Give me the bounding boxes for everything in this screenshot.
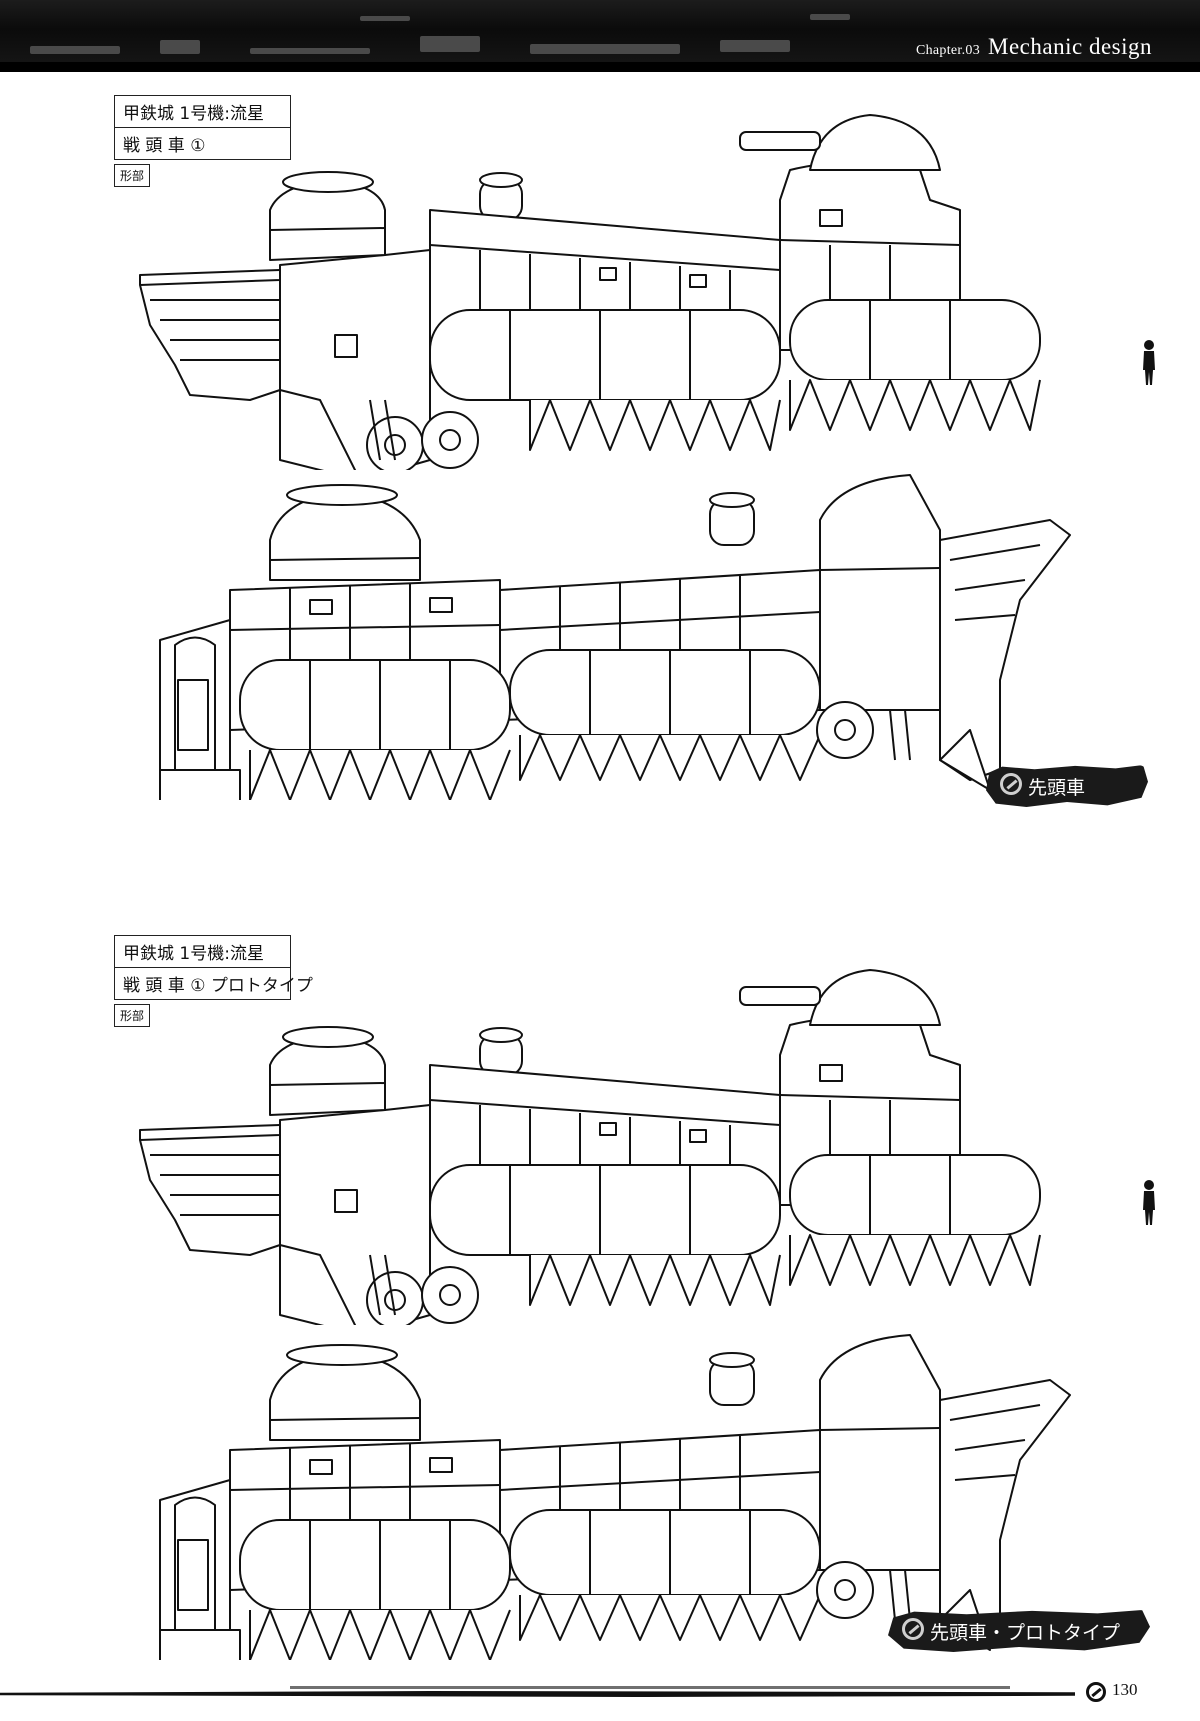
label-frame: 甲鉄城 1号機:流星 戦 頭 車 ① プロトタイプ [114, 935, 313, 1000]
chapter-title: Mechanic design [988, 34, 1152, 59]
label-tag: 形部 [114, 1004, 151, 1027]
label-line-1: 甲鉄城 1号機:流星 [123, 104, 264, 124]
banner-texture [30, 46, 120, 54]
section-2-label: 甲鉄城 1号機:流星 戦 頭 車 ① プロトタイプ 形部 [114, 935, 313, 1027]
kabaneri-logo-icon [902, 1618, 924, 1640]
train-illustration-side-right [139, 114, 1041, 470]
banner-texture [160, 40, 200, 54]
label-frame: 甲鉄城 1号機:流星 戦 頭 車 ① [114, 95, 291, 160]
banner-texture [810, 14, 850, 20]
banner-texture [360, 16, 410, 21]
prototype-illustration-side-right [139, 969, 1041, 1325]
banner-texture [420, 36, 480, 52]
banner-texture [0, 0, 1200, 72]
train-illustration-side-left [159, 474, 1071, 800]
banner-edge [0, 62, 1200, 72]
caption-brush [888, 1610, 1150, 1652]
page-number: 130 [1112, 1680, 1138, 1699]
chapter-heading: Chapter.03 Mechanic design [916, 34, 1152, 60]
caption-tag: 先頭車 [986, 765, 1148, 807]
kabaneri-logo-icon [1000, 773, 1022, 795]
label-tag: 形部 [114, 164, 151, 187]
caption-text: 先頭車・プロトタイプ [930, 1622, 1121, 1644]
person-scale-figure [1143, 340, 1155, 385]
caption-text: 先頭車 [1028, 777, 1086, 799]
banner-texture [720, 40, 790, 52]
person-scale-figure [1143, 1180, 1155, 1225]
caption-tag: 先頭車・プロトタイプ [888, 1610, 1150, 1652]
footer-rule-texture [290, 1686, 1010, 1689]
section-1-label: 甲鉄城 1号機:流星 戦 頭 車 ① 形部 [114, 95, 291, 187]
chapter-number: Chapter.03 [915, 43, 981, 58]
header-banner: Chapter.03 Mechanic design [0, 0, 1200, 72]
kabaneri-logo-icon [1086, 1682, 1106, 1702]
banner-texture [250, 48, 370, 54]
footer-rule [0, 1691, 1075, 1697]
label-line-1: 甲鉄城 1号機:流星 [123, 944, 264, 964]
banner-texture [530, 44, 680, 54]
label-line-2: 戦 頭 車 ① [115, 127, 290, 159]
label-line-2: 戦 頭 車 ① プロトタイプ [115, 967, 313, 999]
